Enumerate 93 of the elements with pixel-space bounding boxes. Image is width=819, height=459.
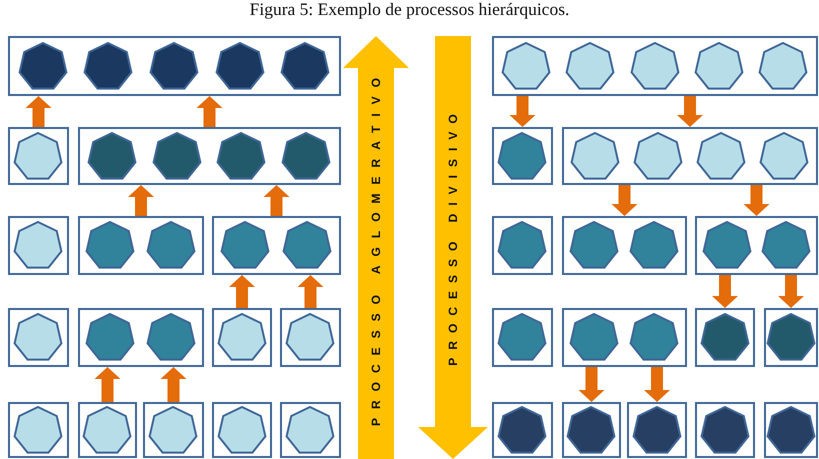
heptagon <box>696 130 746 181</box>
cluster-box <box>8 308 69 367</box>
heptagon <box>633 130 684 181</box>
arrow <box>712 275 738 308</box>
cluster-box <box>8 216 69 275</box>
cluster-box <box>78 308 204 367</box>
arrow <box>264 185 290 216</box>
arrow <box>128 185 154 216</box>
heptagon <box>282 220 332 270</box>
arrow <box>677 96 703 127</box>
heptagon <box>280 130 331 181</box>
heptagon <box>501 40 552 91</box>
heptagon <box>146 220 196 270</box>
heptagon <box>630 40 680 91</box>
heptagon <box>220 220 270 270</box>
heptagon <box>758 40 808 91</box>
cluster-box <box>562 216 687 275</box>
cluster-box <box>8 402 69 458</box>
cluster-box <box>562 127 818 185</box>
heptagon <box>570 130 620 181</box>
cluster-box <box>492 127 553 185</box>
cluster-box <box>212 308 272 367</box>
cluster-box <box>695 402 755 458</box>
arrow <box>94 367 120 402</box>
cluster-box <box>562 308 687 367</box>
heptagon <box>18 40 68 91</box>
cluster-box <box>143 402 204 458</box>
heptagon <box>629 220 679 270</box>
heptagon <box>280 40 330 91</box>
arrow <box>160 367 186 402</box>
heptagon <box>700 312 750 362</box>
cluster-box <box>695 308 755 367</box>
cluster-box <box>280 402 341 458</box>
heptagon <box>216 404 266 455</box>
heptagon <box>149 40 199 91</box>
heptagon <box>216 312 266 362</box>
heptagon <box>702 220 752 270</box>
heptagon <box>285 404 335 455</box>
arrow-label: PROCESSO DIVISIVO <box>446 106 460 368</box>
heptagon <box>83 40 134 91</box>
cluster-box <box>212 402 272 458</box>
arrow <box>298 275 324 308</box>
cluster-box <box>492 36 818 96</box>
arrow <box>196 96 222 127</box>
process-banner <box>343 36 409 459</box>
arrow <box>578 367 604 402</box>
cluster-box <box>78 127 341 185</box>
heptagon <box>632 404 682 455</box>
heptagon <box>85 312 136 362</box>
heptagon <box>214 40 265 91</box>
heptagon <box>565 40 616 91</box>
heptagon <box>758 130 809 181</box>
cluster-box <box>78 216 204 275</box>
arrow <box>26 96 52 127</box>
heptagon <box>146 312 196 362</box>
heptagon <box>760 220 810 270</box>
heptagon <box>13 220 63 270</box>
heptagon <box>285 312 335 362</box>
arrow <box>229 275 255 308</box>
heptagon <box>87 130 138 181</box>
heptagon <box>497 130 547 181</box>
cluster-box <box>280 308 341 367</box>
heptagon <box>497 220 547 270</box>
heptagon <box>85 220 136 270</box>
cluster-box <box>695 216 818 275</box>
heptagon <box>216 130 266 181</box>
heptagon <box>13 130 63 181</box>
heptagon <box>569 220 619 270</box>
heptagon <box>148 404 198 455</box>
arrow-label: PROCESSO AGLOMERATIVO <box>369 69 383 428</box>
heptagon <box>629 312 679 362</box>
arrow <box>510 96 536 127</box>
cluster-box <box>627 402 687 458</box>
heptagon <box>700 404 750 455</box>
cluster-box <box>8 36 341 96</box>
heptagon <box>569 312 619 362</box>
cluster-box <box>8 127 69 185</box>
cluster-box <box>492 216 553 275</box>
process-banner <box>418 36 488 459</box>
heptagon <box>694 40 744 91</box>
heptagon <box>13 312 63 362</box>
heptagon <box>13 404 63 455</box>
arrow <box>612 185 638 216</box>
cluster-box <box>492 402 553 458</box>
arrow <box>778 275 804 308</box>
cluster-box <box>492 308 553 367</box>
figure-title: Figura 5: Exemplo de processos hierárquicos. <box>248 0 570 19</box>
heptagon <box>497 404 547 455</box>
heptagon <box>497 312 547 362</box>
cluster-box <box>212 216 341 275</box>
arrow <box>644 367 670 402</box>
heptagon <box>152 130 202 181</box>
arrow <box>744 185 770 216</box>
